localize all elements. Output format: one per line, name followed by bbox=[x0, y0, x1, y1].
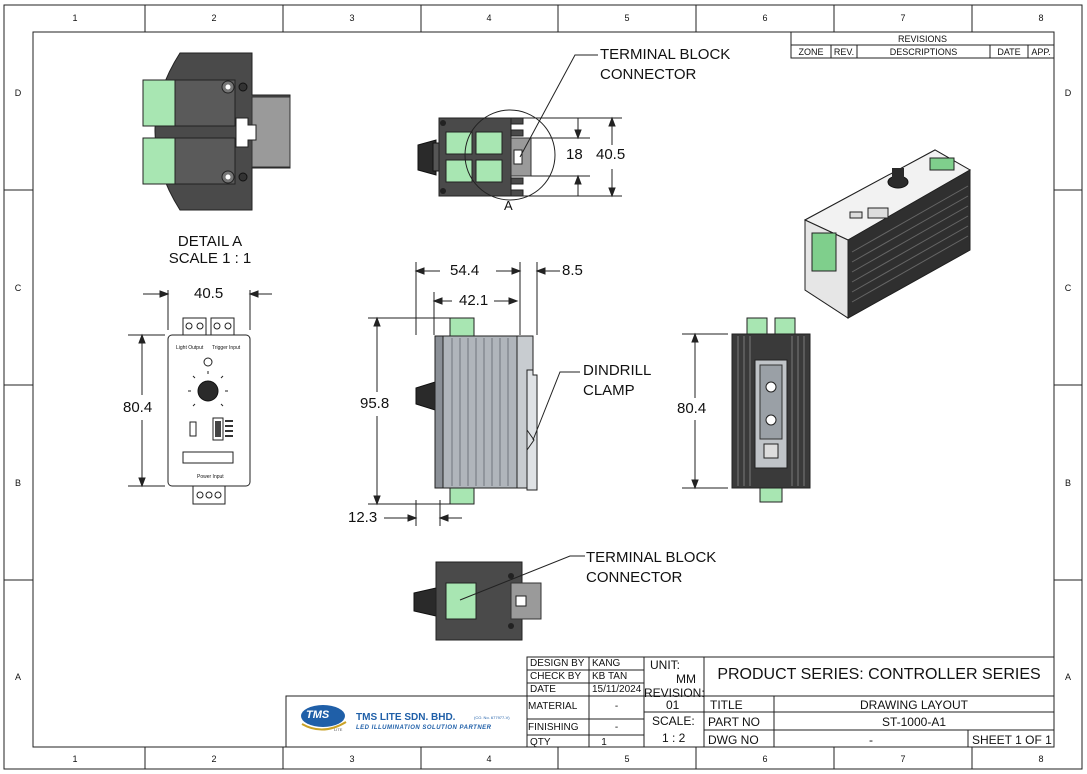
sheet-value: SHEET 1 OF 1 bbox=[972, 733, 1052, 747]
design-by-value: KANG bbox=[592, 658, 621, 669]
zone-col-4-bottom: 4 bbox=[486, 754, 492, 764]
design-by-label: DESIGN BY bbox=[530, 658, 585, 669]
unit-label: UNIT: bbox=[650, 658, 680, 672]
title-label: TITLE bbox=[710, 698, 743, 712]
zone-col-8: 8 bbox=[1038, 13, 1044, 23]
company-reg: (CO. No. 677977-V) bbox=[474, 715, 510, 720]
terminal-block-label-bottom-line2: CONNECTOR bbox=[586, 569, 683, 586]
zone-row-d-right: D bbox=[1064, 88, 1072, 98]
dim-42-1: 42.1 bbox=[459, 292, 489, 309]
zone-col-7: 7 bbox=[900, 13, 906, 23]
dim-12-3: 12.3 bbox=[348, 509, 378, 526]
zone-col-4: 4 bbox=[486, 13, 492, 23]
dim-8-5: 8.5 bbox=[562, 262, 583, 279]
finishing-label: FINISHING bbox=[528, 722, 579, 733]
zone-row-a: A bbox=[14, 672, 21, 682]
revision-label: REVISION: bbox=[644, 686, 705, 700]
dim-front-80-4: 80.4 bbox=[123, 399, 153, 416]
zone-col-1: 1 bbox=[72, 13, 78, 23]
light-output-label: Light Output bbox=[176, 345, 204, 351]
zone-row-c-right: C bbox=[1064, 283, 1072, 293]
dwg-no-value: - bbox=[869, 733, 873, 747]
finishing-value: - bbox=[614, 722, 619, 733]
rev-header-date: DATE bbox=[997, 47, 1021, 57]
zone-col-6: 6 bbox=[762, 13, 768, 23]
dim-top-40-5: 40.5 bbox=[596, 146, 626, 163]
product-series: PRODUCT SERIES: CONTROLLER SERIES bbox=[717, 666, 1041, 683]
company-logo-text: TMS bbox=[306, 709, 330, 721]
company-logo-sub: LITE bbox=[334, 727, 343, 732]
scale-value: 1 : 2 bbox=[662, 731, 686, 745]
qty-value: 1 bbox=[601, 737, 607, 748]
zone-col-5-bottom: 5 bbox=[624, 754, 630, 764]
revisions-title: REVISIONS bbox=[897, 34, 947, 44]
material-label: MATERIAL bbox=[528, 701, 578, 712]
zone-col-3: 3 bbox=[349, 13, 355, 23]
zone-col-2: 2 bbox=[211, 13, 217, 23]
zone-row-a-right: A bbox=[1064, 672, 1071, 682]
power-input-label: Power Input bbox=[197, 474, 224, 480]
part-no-value: ST-1000-A1 bbox=[881, 715, 947, 729]
zone-col-7-bottom: 7 bbox=[900, 754, 906, 764]
zone-row-d: D bbox=[14, 88, 22, 98]
check-by-label: CHECK BY bbox=[530, 671, 582, 682]
rev-header-descriptions: DESCRIPTIONS bbox=[889, 47, 958, 57]
dindrill-label-line1: DINDRILL bbox=[583, 362, 652, 379]
dim-95-8: 95.8 bbox=[360, 395, 390, 412]
unit-value: MM bbox=[676, 672, 696, 686]
rev-header-rev: REV. bbox=[833, 47, 855, 57]
zone-row-b: B bbox=[14, 478, 21, 488]
zone-col-2-bottom: 2 bbox=[211, 754, 217, 764]
terminal-block-label-top-line1: TERMINAL BLOCK bbox=[600, 46, 731, 63]
qty-label: QTY bbox=[530, 737, 551, 748]
trigger-input-label: Trigger Input bbox=[212, 345, 241, 351]
zone-col-5: 5 bbox=[624, 13, 630, 23]
dim-54-4: 54.4 bbox=[450, 262, 480, 279]
detail-a-title: DETAIL A bbox=[177, 233, 243, 250]
zone-row-c: C bbox=[14, 283, 22, 293]
dwg-no-label: DWG NO bbox=[708, 733, 759, 747]
material-value: - bbox=[614, 701, 619, 712]
company-name: TMS LITE SDN. BHD. bbox=[356, 712, 456, 723]
zone-col-6-bottom: 6 bbox=[762, 754, 768, 764]
dim-18: 18 bbox=[566, 146, 583, 163]
revision-value: 01 bbox=[666, 698, 680, 712]
dim-back-80-4: 80.4 bbox=[677, 400, 707, 417]
rev-header-app: APP. bbox=[1031, 47, 1051, 57]
zone-col-1-bottom: 1 bbox=[72, 754, 78, 764]
terminal-block-label-bottom-line1: TERMINAL BLOCK bbox=[586, 549, 717, 566]
zone-col-8-bottom: 8 bbox=[1038, 754, 1044, 764]
scale-label: SCALE: bbox=[652, 714, 695, 728]
zone-row-b-right: B bbox=[1064, 478, 1071, 488]
date-label: DATE bbox=[530, 684, 556, 695]
part-no-label: PART NO bbox=[708, 715, 761, 729]
detail-marker-a: A bbox=[504, 198, 513, 213]
terminal-block-label-top-line2: CONNECTOR bbox=[600, 66, 697, 83]
check-by-value: KB TAN bbox=[592, 671, 628, 682]
dim-front-40-5: 40.5 bbox=[194, 285, 224, 302]
rev-header-zone: ZONE bbox=[798, 47, 824, 57]
detail-a-scale: SCALE 1 : 1 bbox=[168, 250, 252, 267]
zone-col-3-bottom: 3 bbox=[349, 754, 355, 764]
dindrill-label-line2: CLAMP bbox=[583, 382, 635, 399]
title-value: DRAWING LAYOUT bbox=[859, 698, 968, 712]
company-tagline: LED ILLUMINATION SOLUTION PARTNER bbox=[356, 725, 492, 731]
date-value: 15/11/2024 bbox=[592, 684, 642, 695]
